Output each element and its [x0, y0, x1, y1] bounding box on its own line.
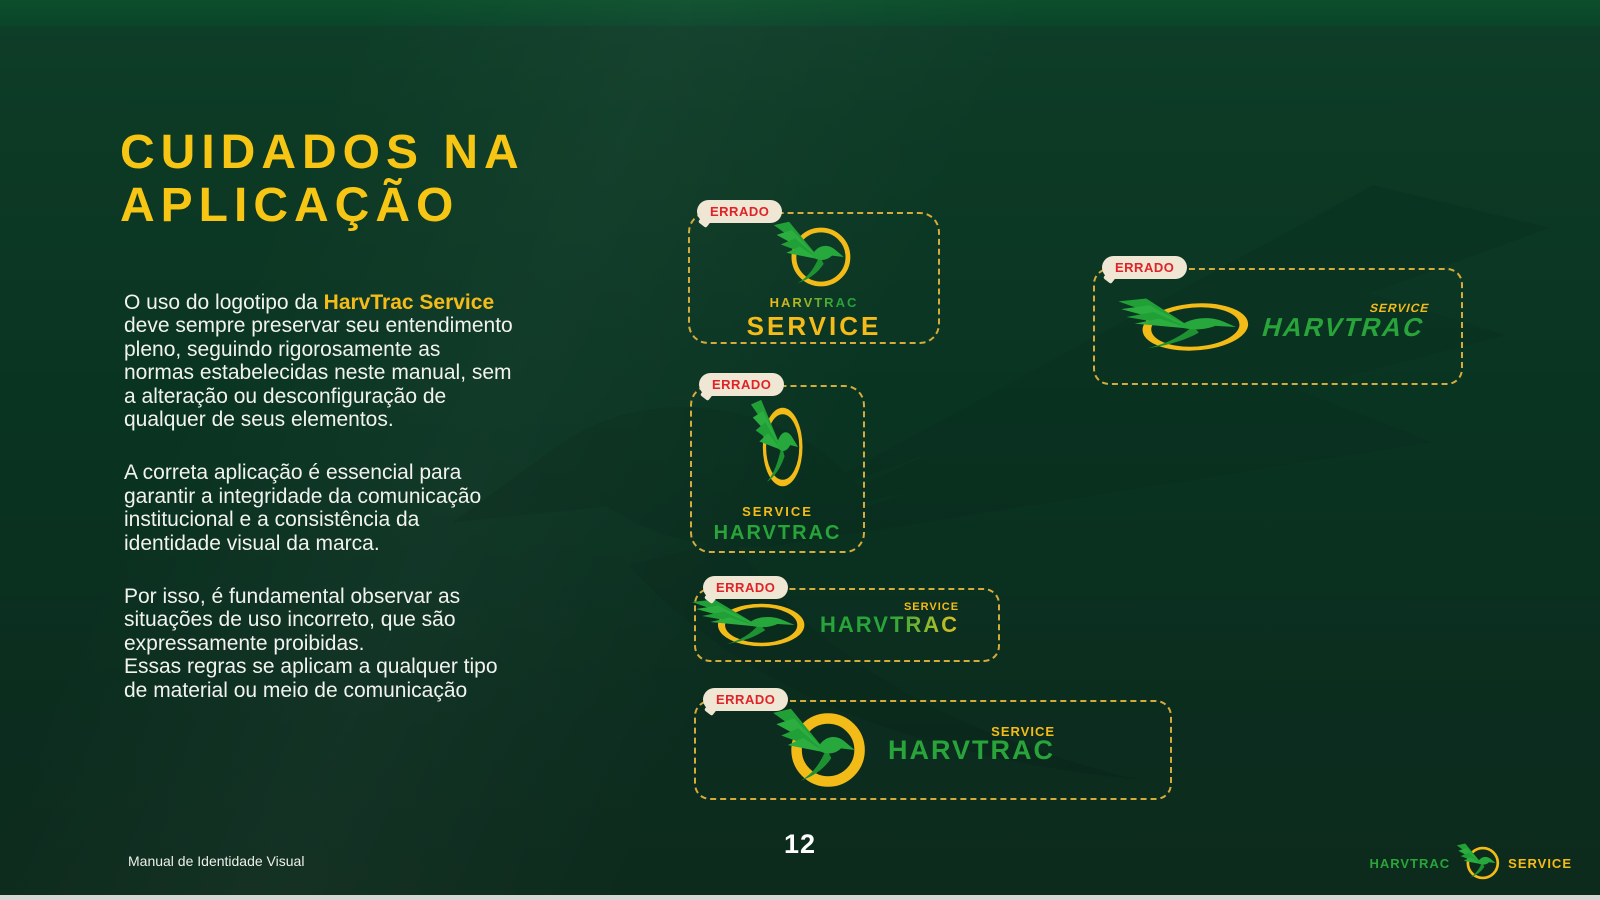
service-wordmark: SERVICE [1508, 855, 1572, 871]
eagle-logo-icon [1456, 842, 1500, 880]
errado-badge: ERRADO [703, 576, 789, 599]
intro-paragraph-2: A correta aplicação é essencial para gar… [124, 461, 482, 555]
top-accent-band [0, 0, 1600, 26]
footer-doc-label: Manual de Identidade Visual [128, 853, 305, 869]
harvtrac-wordmark: HARVTRAC [1259, 311, 1429, 341]
p1-brand-name: HarvTrac Service [323, 291, 495, 314]
errado-badge: ERRADO [699, 373, 785, 396]
harvtrac-wordmark: HARVTRAC [1369, 855, 1451, 871]
errado-badge: ERRADO [1102, 256, 1188, 279]
intro-paragraph-3: Por isso, é fundamental observar as situ… [124, 585, 498, 702]
logo-lockup: HARVTRAC SERVICE [888, 724, 1056, 766]
wrong-usage-box-vertical-stretch: ERRADO SERVICE HARVTRAC [690, 373, 865, 553]
eagle-logo-icon [755, 221, 873, 293]
harvtrac-wordmark: HARVTRAC [888, 734, 1056, 765]
wrong-usage-box-horizontal-squash: ERRADO HARVTRAC SERVICE [694, 576, 1000, 662]
service-wordmark: SERVICE [991, 723, 1056, 739]
wrong-usage-box-thick-ring: ERRADO HARVTRAC SERVICE [694, 688, 1172, 800]
intro-text: O uso do logotipo da HarvTrac Service de… [124, 291, 584, 732]
page-number: 12 [783, 829, 817, 859]
skewed-logo-group: HARVTRAC SERVICE [1101, 298, 1432, 356]
errado-badge: ERRADO [697, 200, 783, 223]
errado-badge: ERRADO [703, 688, 789, 711]
eagle-logo-icon-thick [762, 708, 878, 792]
harvtrac-wordmark: HARVTRAC [769, 295, 859, 310]
service-wordmark: SERVICE [742, 504, 813, 519]
p1-rest: deve sempre preservar seu entendimento p… [124, 314, 513, 432]
service-wordmark: SERVICE [903, 601, 960, 613]
eagle-logo-icon-skewed [1101, 298, 1265, 356]
service-wordmark: SERVICE [746, 311, 882, 341]
harvtrac-wordmark: HARVTRAC [713, 522, 842, 544]
bottom-edge-strip [0, 895, 1600, 900]
eagle-logo-icon-stretched [750, 399, 806, 495]
harvtrac-wordmark: HARVTRAC [820, 612, 960, 637]
logo-lockup: HARVTRAC SERVICE [1259, 300, 1431, 342]
page-title: CUIDADOS NA APLICAÇÃO [120, 126, 525, 232]
logo-lockup: HARVTRAC SERVICE [820, 601, 960, 638]
wrong-usage-box-skewed: ERRADO HARVTRAC SERVICE [1093, 256, 1463, 385]
page-title-line1: CUIDADOS NA [120, 126, 525, 179]
service-wordmark: SERVICE [1368, 300, 1432, 314]
eagle-logo-icon-squashed [690, 599, 812, 651]
page-title-line2: APLICAÇÃO [120, 179, 460, 232]
footer-logo: HARVTRAC SERVICE [1369, 842, 1572, 884]
intro-paragraph-1: O uso do logotipo da HarvTrac Service de… [124, 291, 584, 431]
wrong-usage-box-inverted-hierarchy: ERRADO HARVTRAC SERVICE [688, 200, 940, 344]
p1-prefix: O uso do logotipo da [124, 291, 324, 314]
